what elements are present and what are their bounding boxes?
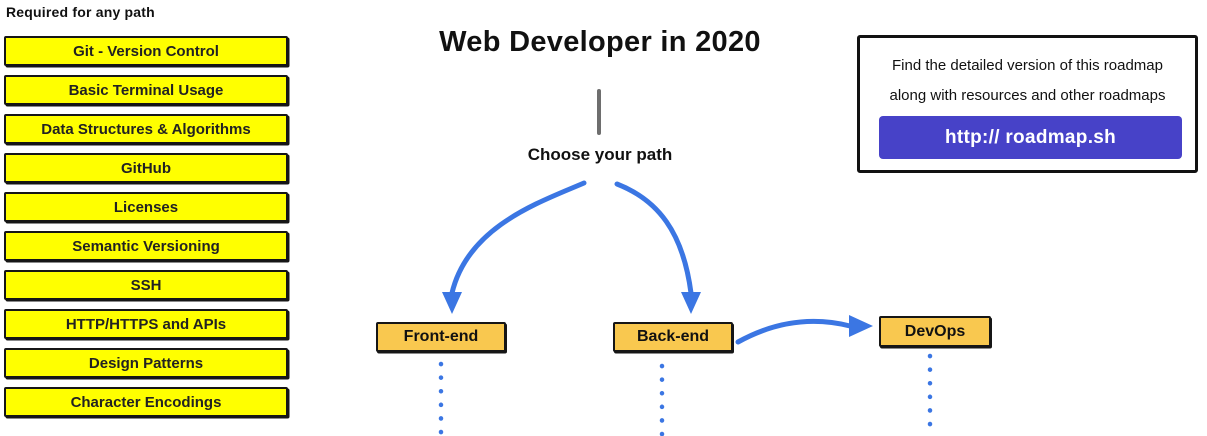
arrow-backend-to-devops <box>735 319 853 345</box>
choose-path-label: Choose your path <box>527 145 673 164</box>
topic-data-structures-algorithms[interactable]: Data Structures & Algorithms <box>4 114 288 144</box>
path-arrows <box>449 180 853 345</box>
topic-git-version-control[interactable]: Git - Version Control <box>4 36 288 66</box>
info-card: Find the detailed version of this roadma… <box>857 35 1198 173</box>
arrow-to-backend <box>614 181 694 296</box>
info-card-line2: along with resources and other roadmaps <box>889 87 1166 104</box>
node-frontend[interactable]: Front-end <box>376 322 506 352</box>
node-devops[interactable]: DevOps <box>879 316 991 347</box>
roadmap-url-button[interactable]: http:// roadmap.sh <box>879 116 1182 159</box>
topic-github[interactable]: GitHub <box>4 153 288 183</box>
topic-http-https-apis[interactable]: HTTP/HTTPS and APIs <box>4 309 288 339</box>
dotted-continuations <box>438 353 933 436</box>
topic-semantic-versioning[interactable]: Semantic Versioning <box>4 231 288 261</box>
arrowhead-frontend <box>442 292 462 314</box>
arrow-to-frontend <box>449 180 587 296</box>
topic-character-encodings[interactable]: Character Encodings <box>4 387 288 417</box>
node-backend[interactable]: Back-end <box>613 322 733 352</box>
topic-licenses[interactable]: Licenses <box>4 192 288 222</box>
arrowhead-backend <box>681 292 701 314</box>
topic-design-patterns[interactable]: Design Patterns <box>4 348 288 378</box>
topic-basic-terminal-usage[interactable]: Basic Terminal Usage <box>4 75 288 105</box>
page-title: Web Developer in 2020 <box>439 26 761 58</box>
info-card-line1: Find the detailed version of this roadma… <box>892 57 1163 74</box>
topic-ssh[interactable]: SSH <box>4 270 288 300</box>
required-path-list: Git - Version Control Basic Terminal Usa… <box>4 36 288 417</box>
title-connector-line <box>597 89 601 135</box>
info-card-text: Find the detailed version of this roadma… <box>860 51 1195 111</box>
arrowhead-devops <box>849 315 873 337</box>
required-path-heading: Required for any path <box>6 4 155 20</box>
